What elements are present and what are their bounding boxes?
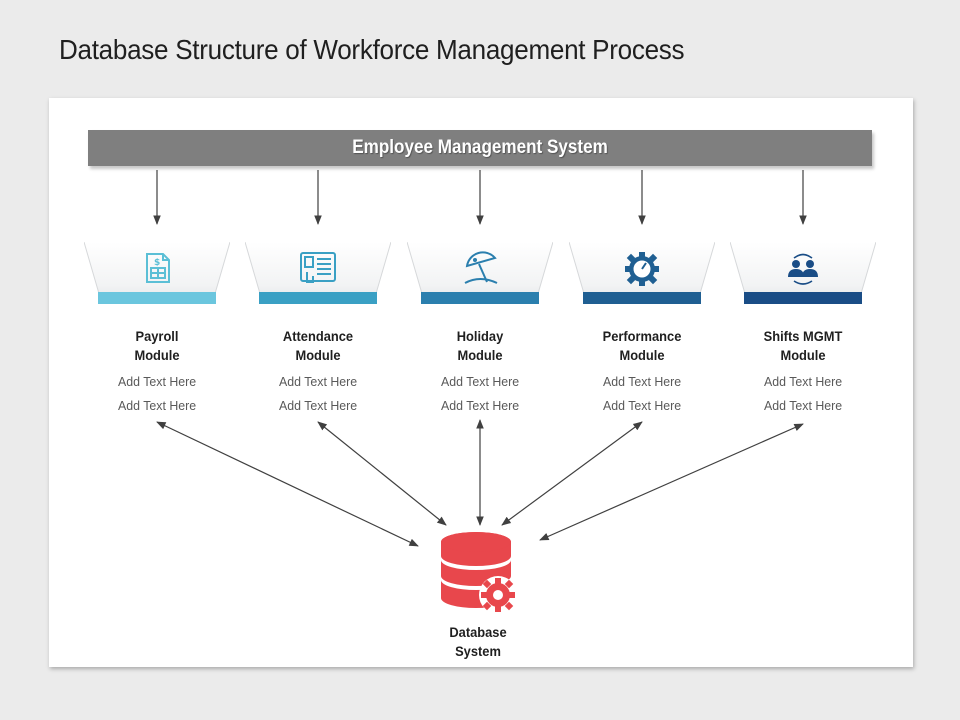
employee-management-banner: Employee Management System xyxy=(88,130,872,166)
performance-gear-icon xyxy=(625,252,659,286)
module-text-1: Add Text Here xyxy=(440,374,520,389)
module-text-1: Add Text Here xyxy=(763,374,843,389)
module-text-1: Add Text Here xyxy=(117,374,197,389)
svg-text:$: $ xyxy=(154,258,160,268)
page-title: Database Structure of Workforce Manageme… xyxy=(59,34,685,65)
module-text-1: Add Text Here xyxy=(278,374,358,389)
module-text-2: Add Text Here xyxy=(440,398,520,413)
payroll-document-icon: $ xyxy=(146,253,170,283)
attendance-terminal-icon xyxy=(300,252,336,283)
module-text-2: Add Text Here xyxy=(278,398,358,413)
module-text-2: Add Text Here xyxy=(117,398,197,413)
database-gear-icon xyxy=(441,532,517,614)
module-text-2: Add Text Here xyxy=(763,398,843,413)
shift-users-icon xyxy=(788,253,818,285)
module-header-shape xyxy=(407,242,553,304)
module-text-1: Add Text Here xyxy=(602,374,682,389)
banner-label: Employee Management System xyxy=(352,137,608,158)
holiday-umbrella-icon xyxy=(464,251,498,284)
module-text-2: Add Text Here xyxy=(602,398,682,413)
